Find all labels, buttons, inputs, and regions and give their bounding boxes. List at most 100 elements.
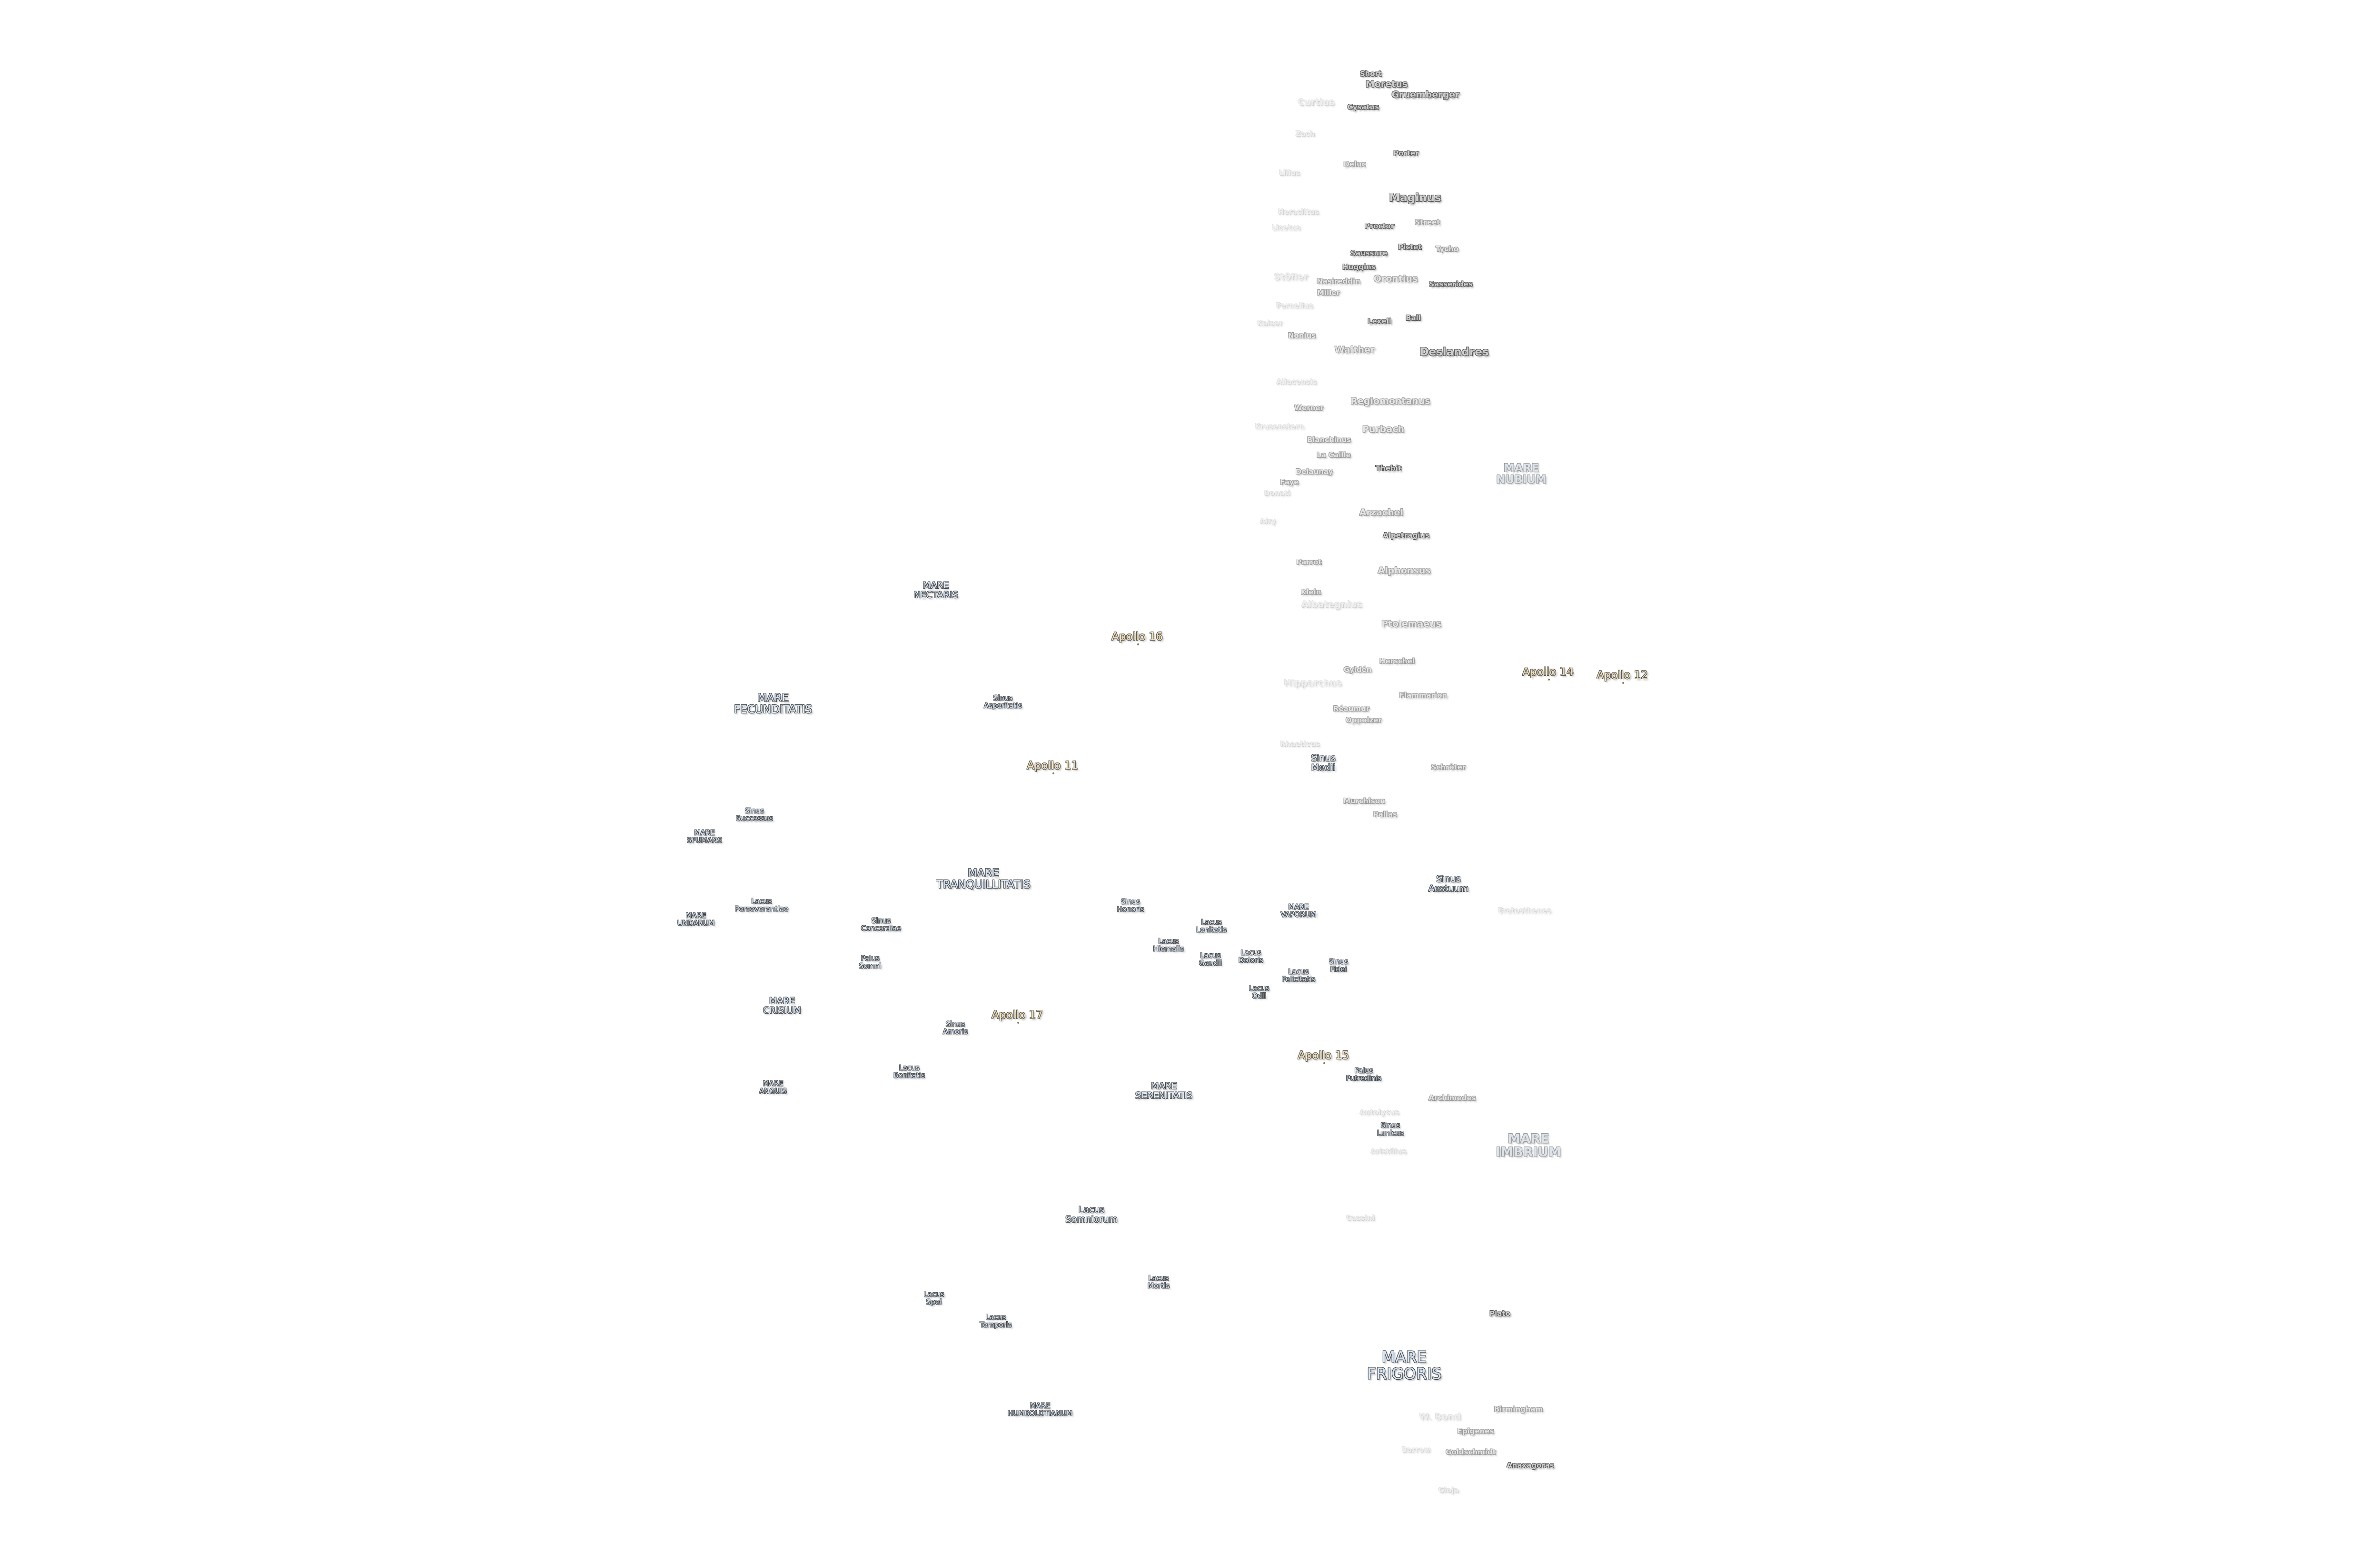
crater-label: Nasireddin <box>1317 277 1360 286</box>
crater-label: Walther <box>1334 345 1375 356</box>
crater-label: Gyldén <box>1343 665 1372 674</box>
crater-label: Licetus <box>1271 223 1301 232</box>
lacus-label: Lacus Lenitatis <box>1196 918 1227 934</box>
apollo-landing-label: Apollo 12 <box>1597 669 1648 684</box>
crater-label: Saussure <box>1350 249 1388 258</box>
sinus-label: Sinus Fidei <box>1329 957 1349 973</box>
crater-label: Réaumur <box>1333 704 1370 713</box>
apollo-landing-label: Apollo 17 <box>992 1008 1043 1024</box>
crater-label: Birmingham <box>1494 1405 1543 1414</box>
lacus-label: Lacus Temporis <box>980 1313 1012 1329</box>
crater-label: W. Bond <box>1419 1412 1461 1423</box>
crater-label: Plato <box>1489 1309 1510 1318</box>
crater-label: Fernelius <box>1276 301 1313 310</box>
lacus-label: Lacus Gaudii <box>1199 951 1222 967</box>
sinus-label: Sinus Lunicus <box>1377 1121 1404 1137</box>
lacus-label: Lacus Mortis <box>1147 1274 1170 1290</box>
mare-label: MARE NECTARIS <box>913 580 958 600</box>
crater-label: Gruemberger <box>1391 89 1460 100</box>
crater-label: Barrow <box>1401 1445 1431 1454</box>
crater-label: Cassini <box>1346 1214 1375 1223</box>
crater-label: Proctor <box>1364 222 1395 231</box>
lacus-label: Lacus Spei <box>923 1290 944 1306</box>
crater-label: Ball <box>1406 314 1421 323</box>
mare-label: MARE ANGUIS <box>759 1079 787 1095</box>
crater-label: Regiomontanus <box>1350 396 1430 407</box>
crater-label: Huggins <box>1342 263 1376 272</box>
mare-label: MARE HUMBOLDTIANUM <box>1008 1401 1072 1417</box>
crater-label: Lexell <box>1368 317 1391 326</box>
sinus-label: Sinus Asperitatis <box>983 693 1022 710</box>
lacus-label: Lacus Bonitatis <box>893 1063 925 1079</box>
crater-label: Short <box>1359 69 1382 79</box>
lacus-label: Lacus Doloris <box>1238 948 1264 964</box>
mare-label: MARE IMBRIUM <box>1496 1131 1561 1160</box>
crater-label: Delaunay <box>1295 467 1333 476</box>
crater-label: Purbach <box>1362 424 1405 435</box>
crater-label: Parrot <box>1296 558 1322 567</box>
mare-label: MARE SPUMANS <box>687 828 722 844</box>
crater-label: Moretus <box>1365 79 1408 90</box>
crater-label: Rhaeticus <box>1280 740 1320 749</box>
sinus-label: Sinus Successus <box>736 806 773 822</box>
crater-label: Eratosthenes <box>1498 906 1551 915</box>
crater-label: Klein <box>1300 588 1321 597</box>
crater-label: Heraclitus <box>1278 208 1319 217</box>
crater-label: Flammarion <box>1399 691 1448 700</box>
crater-label: Archimedes <box>1428 1094 1476 1103</box>
apollo-landing-label: Apollo 11 <box>1027 759 1078 775</box>
crater-label: Aristillus <box>1370 1147 1407 1156</box>
crater-label: Ptolemaeus <box>1381 619 1441 630</box>
palus-label: Palus Somni <box>859 954 882 970</box>
crater-label: Herschel <box>1379 657 1415 666</box>
crater-label: Airy <box>1260 517 1276 526</box>
mare-label: MARE NUBIUM <box>1496 462 1547 486</box>
mare-label: MARE VAPORUM <box>1280 902 1317 919</box>
crater-label: Lilius <box>1279 168 1300 178</box>
crater-label: La Caille <box>1317 451 1351 460</box>
crater-label: Murchison <box>1343 797 1385 806</box>
mare-label: MARE TRANQUILLITATIS <box>936 867 1031 891</box>
crater-label: Hipparchus <box>1284 678 1342 689</box>
apollo-landing-label: Apollo 16 <box>1111 630 1163 646</box>
crater-label: Nonius <box>1288 331 1316 340</box>
palus-label: Palus Putredinis <box>1346 1066 1382 1082</box>
crater-label: Curtius <box>1298 97 1335 108</box>
crater-label: Tycho <box>1435 245 1459 254</box>
crater-label: Oppolzer <box>1346 716 1382 725</box>
crater-label: Maginus <box>1389 191 1441 204</box>
crater-label: Miller <box>1317 288 1340 297</box>
lacus-label: Lacus Perseverantiae <box>734 897 789 913</box>
crater-label: Porter <box>1393 149 1419 158</box>
crater-label: Street <box>1415 218 1440 227</box>
sinus-label: Sinus Aestuum <box>1428 874 1469 894</box>
crater-label: Aliacensis <box>1276 377 1317 386</box>
crater-label: Donati <box>1264 489 1290 498</box>
crater-label: Stöfler <box>1273 272 1309 283</box>
crater-label: Alphonsus <box>1378 565 1431 576</box>
apollo-landing-label: Apollo 14 <box>1522 665 1574 681</box>
crater-label: Kaiser <box>1257 319 1283 328</box>
lacus-label: Lacus Hiemalis <box>1153 937 1184 953</box>
crater-label: Blanchinus <box>1307 435 1351 445</box>
crater-label: Goldschmidt <box>1446 1448 1496 1457</box>
crater-label: Anaxagoras <box>1507 1461 1554 1470</box>
crater-label: Pallas <box>1373 810 1398 819</box>
mare-label: MARE FECUNDITATIS <box>734 692 812 716</box>
crater-label: Alpetragius <box>1383 531 1429 540</box>
crater-label: Autolycus <box>1359 1108 1399 1117</box>
crater-label: Deslandres <box>1419 346 1489 358</box>
crater-label: Krusenstern <box>1255 422 1304 431</box>
crater-label: Werner <box>1294 404 1324 413</box>
sinus-label: Sinus Honoris <box>1117 897 1144 913</box>
sinus-label: Sinus Amoris <box>942 1019 968 1036</box>
lacus-label: Lacus Felicitatis <box>1281 967 1316 983</box>
crater-label: Orontius <box>1373 274 1418 285</box>
crater-label: Schröter <box>1431 763 1466 772</box>
crater-label: Albategnius <box>1301 599 1363 610</box>
crater-label: Sasserides <box>1429 280 1473 289</box>
crater-label: Pictet <box>1398 243 1422 252</box>
crater-label: Thebit <box>1375 464 1402 473</box>
crater-label: Cysatus <box>1347 103 1379 112</box>
mare-label: MARE SERENITATIS <box>1135 1081 1193 1101</box>
